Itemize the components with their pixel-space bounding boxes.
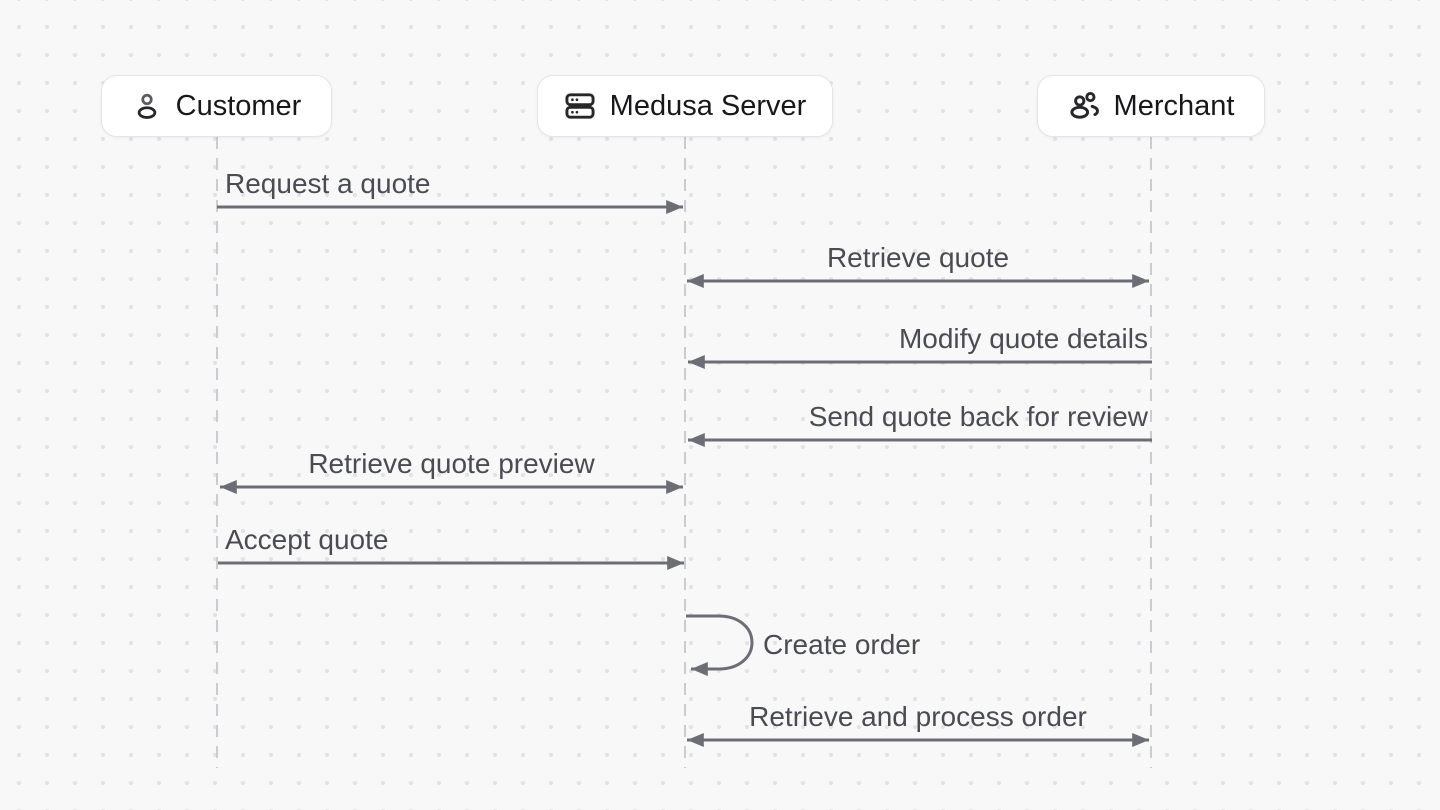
message-label-retrieve-and-process-order: Retrieve and process order (749, 701, 1087, 732)
message-label-create-order: Create order (763, 629, 921, 660)
users-icon (1069, 92, 1099, 119)
message-label-request-a-quote: Request a quote (225, 168, 431, 199)
actor-node-medusa-server[interactable]: Medusa Server (537, 75, 833, 137)
message-label-modify-quote-details: Modify quote details (898, 323, 1148, 354)
arrow-create-order-self-loop (686, 614, 754, 676)
actor-label-customer: Customer (175, 89, 302, 122)
message-label-retrieve-quote-preview: Retrieve quote preview (308, 448, 595, 479)
actor-label-merchant: Merchant (1113, 89, 1235, 122)
actor-label-medusa-server: Medusa Server (609, 89, 807, 122)
message-label-send-quote-back-for-review: Send quote back for review (808, 401, 1148, 432)
person-icon (137, 93, 156, 119)
message-label-accept-quote: Accept quote (225, 524, 389, 555)
server-icon (565, 93, 595, 119)
actor-node-customer[interactable]: Customer (101, 75, 332, 137)
message-label-retrieve-quote: Retrieve quote (826, 242, 1010, 273)
actor-node-merchant[interactable]: Merchant (1037, 75, 1265, 137)
